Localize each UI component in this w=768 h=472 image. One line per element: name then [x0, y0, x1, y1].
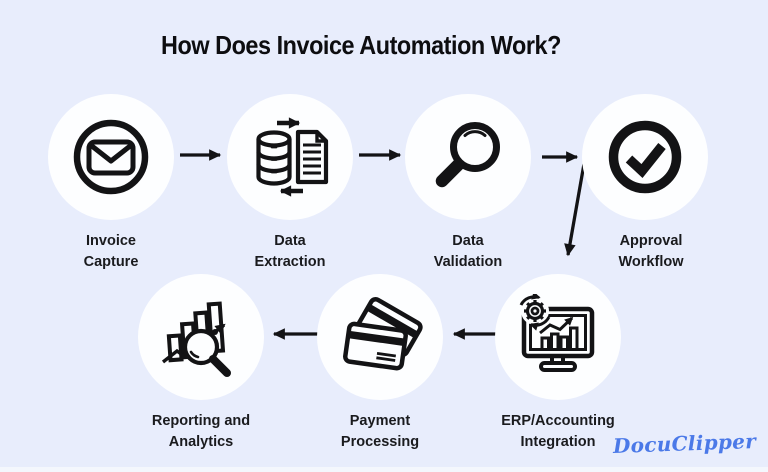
magnifier-icon — [435, 122, 500, 188]
bottom-edge-strip — [0, 467, 768, 472]
step-reporting-analytics — [138, 274, 264, 400]
step-payment-processing — [317, 274, 443, 400]
step-data-validation — [405, 94, 531, 220]
credit-cards-icon — [343, 296, 423, 371]
page-title: How Does Invoice Automation Work? — [161, 30, 561, 60]
monitor-chart-gear-icon — [519, 294, 595, 372]
bar-chart-magnifier-icon — [161, 301, 231, 377]
check-circle-icon — [608, 120, 682, 194]
step-data-extraction — [227, 94, 353, 220]
step-approval-workflow — [582, 94, 708, 220]
brand-logo: DocuClipper — [612, 428, 757, 458]
envelope-circle-icon — [73, 119, 149, 195]
database-document-transfer-icon — [256, 117, 329, 197]
step-invoice-capture — [48, 94, 174, 220]
arrow-approval-to-erp — [564, 163, 586, 257]
step-erp-accounting-integration — [495, 274, 621, 400]
